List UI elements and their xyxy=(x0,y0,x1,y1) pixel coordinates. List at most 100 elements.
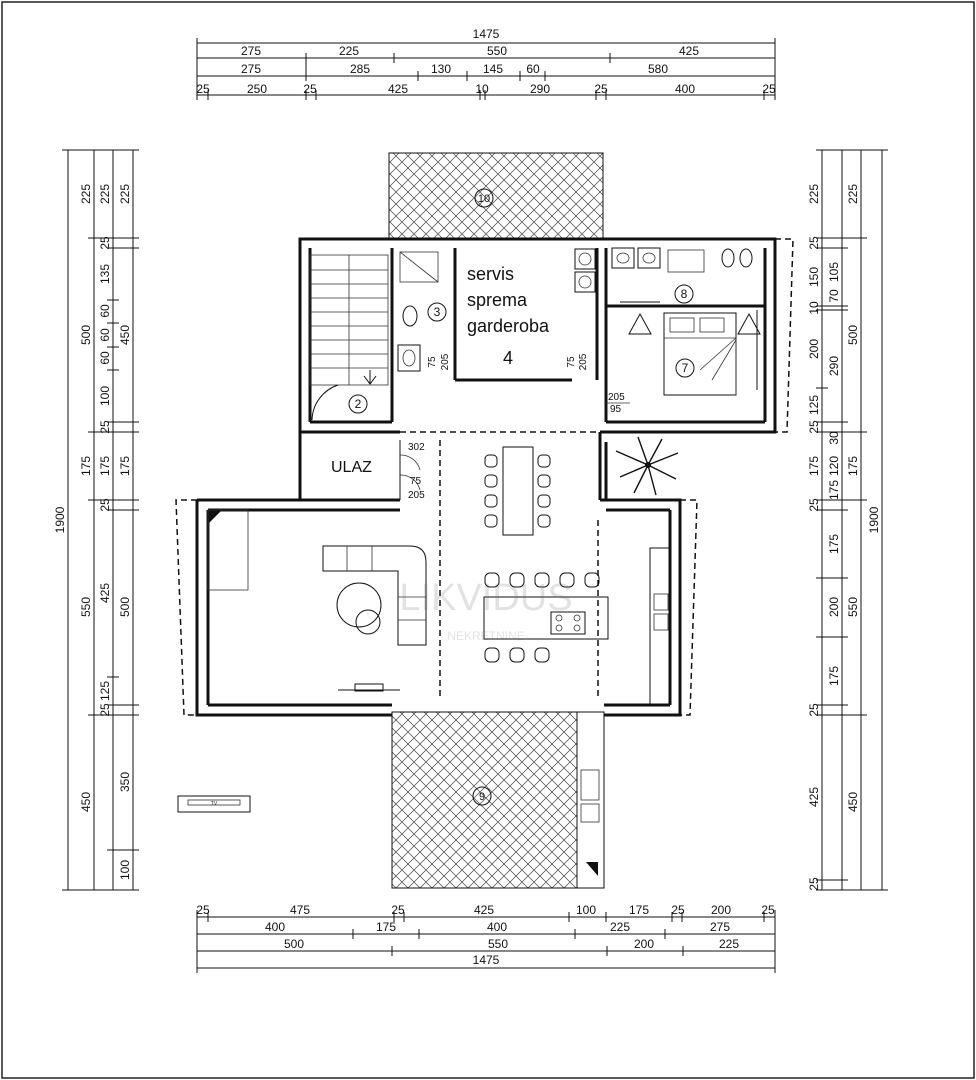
room-10-marker xyxy=(474,188,494,208)
dim-right-col1-11: 200 xyxy=(827,597,841,617)
watermark-tagline: NEKRETNINE xyxy=(447,629,524,643)
dim-left-col2-13: 25 xyxy=(98,703,112,717)
room-2-number: 2 xyxy=(355,397,362,411)
dim-left-col2-5: 60 xyxy=(98,328,112,342)
dim-bottom-row1-1: 25 xyxy=(196,903,210,917)
room-9-marker xyxy=(472,786,492,806)
dim-left-col3-1: 225 xyxy=(118,184,132,204)
door-label-75-c: 75 xyxy=(410,476,422,487)
dim-bottom-row2-4: 225 xyxy=(610,920,630,934)
kitchen-counter xyxy=(649,547,671,705)
dim-bottom-row2-5: 275 xyxy=(710,920,730,934)
room-8-number: 8 xyxy=(681,287,688,301)
bathroom-fixtures xyxy=(397,251,439,372)
watermark-brand: LIKVIDUS xyxy=(399,577,572,619)
dim-top-row2-3: 130 xyxy=(431,62,451,76)
dim-top-row3-1: 25 xyxy=(196,82,210,96)
dim-top-row1-3: 550 xyxy=(487,44,507,58)
dim-top-row3-4: 425 xyxy=(388,82,408,96)
terrace-9 xyxy=(391,711,605,889)
dim-right-col1-1: 225 xyxy=(807,184,821,204)
dim-right-col2-3: 290 xyxy=(827,356,841,376)
dim-right-col3-2: 500 xyxy=(846,325,860,345)
dim-right-overall: 1900 xyxy=(867,506,881,533)
dim-bottom-row2-3: 400 xyxy=(487,920,507,934)
dim-top-row3-8: 400 xyxy=(675,82,695,96)
bottom-dimension-chains: 25 475 25 425 100 175 25 200 25 400 175 … xyxy=(196,903,776,973)
dim-top-row3-3: 25 xyxy=(303,82,317,96)
dim-top-overall: 1475 xyxy=(473,27,500,41)
overhang-lines xyxy=(175,238,794,716)
room-10-number: 10 xyxy=(478,193,490,205)
dim-right-col1-4: 10 xyxy=(807,301,821,315)
dim-left-col2-1: 225 xyxy=(98,184,112,204)
terrace-10 xyxy=(388,152,604,240)
staircase xyxy=(309,254,389,421)
dim-right-col2-6: 175 xyxy=(827,480,841,500)
living-cabinet xyxy=(207,509,249,591)
dim-left-col2-6: 60 xyxy=(98,351,112,365)
room-4-line-2: sprema xyxy=(467,290,528,310)
dim-bottom-row1-4: 425 xyxy=(474,903,494,917)
dim-bottom-row1-3: 25 xyxy=(391,903,405,917)
bedroom-7 xyxy=(628,310,761,396)
dim-left-col3-6: 100 xyxy=(118,860,132,880)
dim-left-col1-5: 450 xyxy=(79,792,93,812)
dim-bottom-row1-6: 175 xyxy=(629,903,649,917)
dim-left-col2-10: 25 xyxy=(98,498,112,512)
dim-left-col1-4: 550 xyxy=(79,597,93,617)
sofa xyxy=(322,545,427,646)
dim-top-row2-2: 285 xyxy=(350,62,370,76)
dim-left-overall: 1900 xyxy=(53,506,67,533)
dim-bottom-row1-7: 25 xyxy=(671,903,685,917)
dim-right-col1-6: 125 xyxy=(807,395,821,415)
dim-left-col3-3: 175 xyxy=(118,456,132,476)
dim-bottom-overall: 1475 xyxy=(473,953,500,967)
room-4-line-3: garderoba xyxy=(467,316,550,336)
dim-top-row1-2: 225 xyxy=(339,44,359,58)
room-3-marker xyxy=(427,302,447,322)
dim-top-row1-1: 275 xyxy=(241,44,261,58)
door-label-75-a: 75 xyxy=(427,356,438,368)
dim-right-col2-5: 120 xyxy=(827,456,841,476)
dim-bottom-row1-2: 475 xyxy=(290,903,310,917)
dim-left-col3-4: 500 xyxy=(118,597,132,617)
dim-right-col1-12: 175 xyxy=(827,666,841,686)
room-3-number: 3 xyxy=(434,305,441,319)
dim-left-col2-4: 60 xyxy=(98,304,112,318)
dim-left-col1-1: 225 xyxy=(79,184,93,204)
bathroom-8-fixtures xyxy=(611,247,753,303)
dim-right-col1-14: 425 xyxy=(807,787,821,807)
dim-left-col2-2: 25 xyxy=(98,236,112,250)
dim-left-col2-9: 175 xyxy=(98,456,112,476)
dim-bottom-row3-4: 225 xyxy=(719,937,739,951)
room-8-marker xyxy=(674,284,694,304)
dim-top-row3-7: 25 xyxy=(594,82,608,96)
dim-bottom-row3-1: 500 xyxy=(284,937,304,951)
dim-right-col2-4: 30 xyxy=(827,431,841,445)
dim-left-col3-2: 450 xyxy=(118,325,132,345)
room-4-line-1: servis xyxy=(467,264,514,284)
coffee-table xyxy=(336,582,382,635)
left-dimension-chains: 1900 225 500 175 550 450 225 25 135 60 6… xyxy=(53,149,139,891)
dim-top-row3-2: 250 xyxy=(247,82,267,96)
dim-left-col2-11: 425 xyxy=(98,583,112,603)
door-label-205-b: 205 xyxy=(578,353,589,370)
door-label-205-d: 205 xyxy=(408,490,425,501)
door-label-302: 302 xyxy=(408,442,425,453)
dim-top-row2-5: 60 xyxy=(526,62,540,76)
door-label-205-c: 205 xyxy=(608,392,625,403)
tv-symbol xyxy=(177,795,251,813)
dim-bottom-row1-5: 100 xyxy=(576,903,596,917)
dim-bottom-row2-2: 175 xyxy=(376,920,396,934)
dim-right-col1-2: 25 xyxy=(807,236,821,250)
dim-left-col2-3: 135 xyxy=(98,264,112,284)
room-4-number: 4 xyxy=(503,348,513,368)
dim-right-col2-1: 105 xyxy=(827,262,841,282)
dim-right-col1-7: 25 xyxy=(807,420,821,434)
door-label-205-a: 205 xyxy=(440,353,451,370)
dim-right-col3-3: 175 xyxy=(846,456,860,476)
dim-right-col1-5: 200 xyxy=(807,339,821,359)
dim-right-col3-4: 550 xyxy=(846,597,860,617)
dim-left-col3-5: 350 xyxy=(118,772,132,792)
